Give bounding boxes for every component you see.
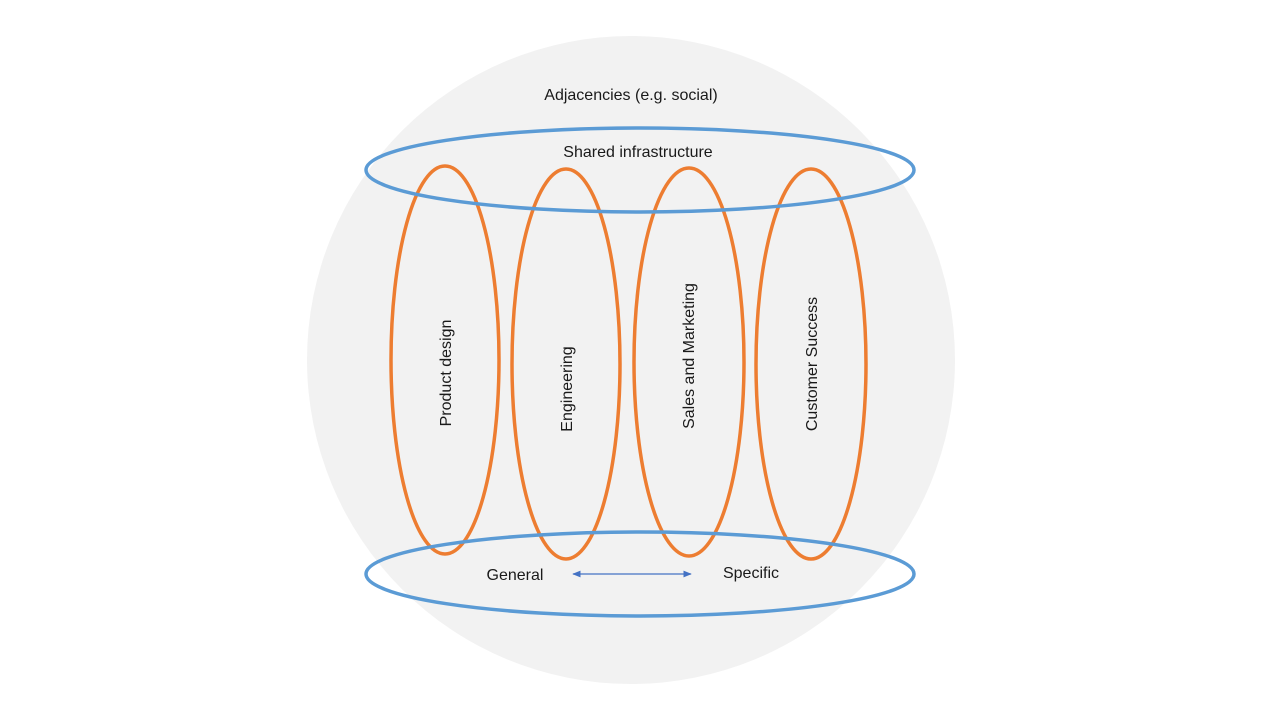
pillar-sales-marketing-ellipse — [632, 166, 746, 558]
general-specific-ring — [364, 530, 916, 618]
adjacencies-background-circle — [307, 36, 955, 684]
shared-infrastructure-ring — [364, 126, 916, 214]
pillar-customer-success-ellipse — [754, 167, 868, 561]
pillar-engineering-ellipse — [510, 167, 622, 561]
pillar-product-design-label: Product design — [438, 320, 455, 427]
general-label: General — [487, 567, 544, 584]
pillar-engineering-label: Engineering — [559, 346, 576, 431]
pillar-product-design-ellipse — [389, 164, 501, 556]
specific-label: Specific — [723, 565, 779, 582]
adjacencies-label: Adjacencies (e.g. social) — [544, 87, 717, 104]
shared-infrastructure-label: Shared infrastructure — [563, 144, 713, 161]
pillar-sales-marketing-label: Sales and Marketing — [681, 283, 698, 429]
pillar-customer-success-label: Customer Success — [804, 297, 821, 431]
